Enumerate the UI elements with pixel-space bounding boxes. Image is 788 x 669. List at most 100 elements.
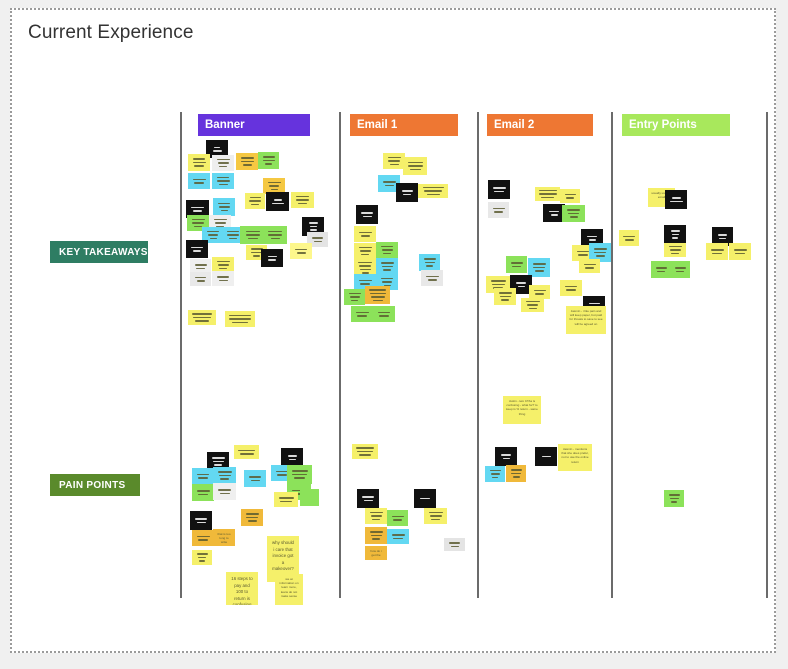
sticky-bp9[interactable] (192, 484, 214, 501)
sticky-e1p5[interactable] (387, 510, 408, 526)
sticky-b20[interactable] (263, 226, 287, 244)
sticky-p2[interactable] (665, 190, 687, 209)
sticky-p8[interactable] (729, 243, 751, 260)
sticky-b27[interactable] (212, 257, 234, 273)
sticky-bp18[interactable] (192, 550, 212, 565)
sticky-e2o[interactable] (529, 285, 550, 299)
sticky-e2c[interactable] (560, 189, 580, 203)
sticky-p5[interactable] (712, 227, 733, 246)
sticky-e2g[interactable] (581, 229, 603, 247)
sticky-e1p6[interactable] (424, 508, 447, 524)
sticky-e1h[interactable] (354, 243, 376, 259)
sticky-e2p5[interactable] (506, 465, 526, 482)
sticky-b4[interactable] (236, 153, 258, 170)
sticky-e1o[interactable] (421, 270, 443, 286)
sticky-e1f[interactable] (356, 205, 378, 224)
column-header-banner[interactable]: Banner (198, 114, 310, 136)
sticky-b26[interactable] (190, 259, 211, 274)
sticky-e2b[interactable] (535, 187, 560, 201)
sticky-e1p9[interactable]: how do i get the (365, 546, 387, 560)
sticky-bp12[interactable] (274, 492, 298, 507)
sticky-b10[interactable] (266, 192, 289, 211)
column-header-email-2[interactable]: Email 2 (487, 114, 593, 136)
sticky-b5[interactable] (258, 152, 279, 169)
column-header-email-1[interactable]: Email 1 (350, 114, 458, 136)
sticky-e1p1[interactable] (352, 444, 378, 459)
sticky-e2e[interactable] (543, 204, 565, 222)
sticky-e1r[interactable] (351, 306, 373, 322)
sticky-bp16[interactable] (192, 530, 214, 546)
sticky-p7[interactable] (706, 243, 728, 260)
sticky-e2q[interactable] (494, 288, 516, 305)
sticky-e1k[interactable] (376, 258, 398, 275)
sticky-p6[interactable] (664, 243, 686, 257)
sticky-bp8[interactable] (287, 465, 312, 484)
sticky-b3[interactable] (212, 155, 234, 171)
sticky-e1p2[interactable] (357, 489, 379, 508)
sticky-b11[interactable] (291, 192, 314, 208)
sticky-p10[interactable] (670, 261, 690, 278)
sticky-e2i[interactable] (589, 243, 611, 262)
sticky-e1c[interactable] (378, 175, 400, 192)
sticky-e1p3[interactable] (414, 489, 436, 508)
sticky-bp13[interactable] (300, 489, 319, 506)
sticky-e2l[interactable] (528, 258, 550, 277)
sticky-e2p4[interactable] (485, 466, 505, 482)
sticky-bp3[interactable] (281, 448, 303, 467)
sticky-b7[interactable] (212, 173, 234, 189)
sticky-e2k[interactable] (506, 256, 527, 273)
row-label-key-takeaways[interactable]: KEY TAKEAWAYS (50, 241, 148, 263)
sticky-e1i[interactable] (376, 242, 398, 258)
sticky-e2r[interactable] (521, 298, 544, 312)
sticky-bp1[interactable] (207, 452, 229, 471)
sticky-b17[interactable] (202, 227, 224, 243)
sticky-bp10[interactable] (213, 483, 236, 500)
sticky-b16[interactable] (302, 217, 324, 236)
sticky-ep1[interactable] (664, 490, 684, 507)
sticky-bp21[interactable]: we at information on learn more, leans d… (275, 574, 303, 605)
sticky-b19[interactable] (240, 226, 265, 244)
sticky-b28[interactable] (190, 272, 211, 286)
sticky-e1p10[interactable] (444, 538, 465, 551)
sticky-e1p[interactable] (344, 289, 365, 305)
sticky-bp2[interactable] (234, 445, 259, 459)
sticky-e2j[interactable] (579, 259, 600, 273)
sticky-p4[interactable] (664, 225, 686, 244)
sticky-e2p6[interactable]: Justin - two CTAs is confusing - what fo… (503, 396, 541, 424)
sticky-b30[interactable] (188, 310, 216, 325)
sticky-e2p2[interactable] (535, 447, 557, 466)
sticky-e1j[interactable] (354, 259, 376, 276)
sticky-b9[interactable] (245, 193, 265, 209)
sticky-bp6[interactable] (244, 470, 266, 487)
sticky-e2h[interactable] (572, 245, 593, 261)
sticky-e1p7[interactable] (365, 527, 387, 544)
sticky-b31[interactable] (225, 311, 255, 327)
sticky-e2p1[interactable] (495, 447, 517, 466)
sticky-bp20[interactable]: 16 steps to pay and 100 to return is con… (226, 572, 258, 605)
sticky-e2p3[interactable]: Jasmin - mentions that she does prefer, … (558, 444, 592, 471)
sticky-b1[interactable] (206, 140, 228, 158)
sticky-e1s[interactable] (373, 306, 395, 322)
sticky-e1d[interactable] (396, 183, 418, 202)
column-header-entry-points[interactable]: Entry Points (622, 114, 730, 136)
sticky-bp17[interactable]: that is too long to write (213, 529, 235, 546)
sticky-b18[interactable] (222, 227, 244, 243)
sticky-e2f[interactable] (562, 205, 585, 222)
sticky-e2p[interactable] (560, 280, 582, 296)
sticky-p3[interactable] (619, 230, 639, 246)
sticky-e2a[interactable] (488, 180, 510, 199)
sticky-e1p4[interactable] (365, 508, 387, 524)
sticky-b6[interactable] (188, 173, 210, 189)
sticky-b25[interactable] (261, 249, 283, 267)
sticky-b21[interactable] (307, 232, 328, 247)
sticky-b8[interactable] (263, 178, 285, 194)
sticky-b13[interactable] (213, 198, 235, 216)
sticky-bp4[interactable] (192, 468, 214, 484)
sticky-e2p7[interactable]: Jasmin - i like pain and will keep paper… (566, 306, 606, 334)
sticky-bp15[interactable] (241, 509, 263, 526)
sticky-e1q[interactable] (365, 286, 390, 304)
sticky-b24[interactable] (290, 243, 312, 259)
sticky-bp7[interactable] (271, 465, 292, 481)
sticky-e1e[interactable] (418, 184, 448, 198)
